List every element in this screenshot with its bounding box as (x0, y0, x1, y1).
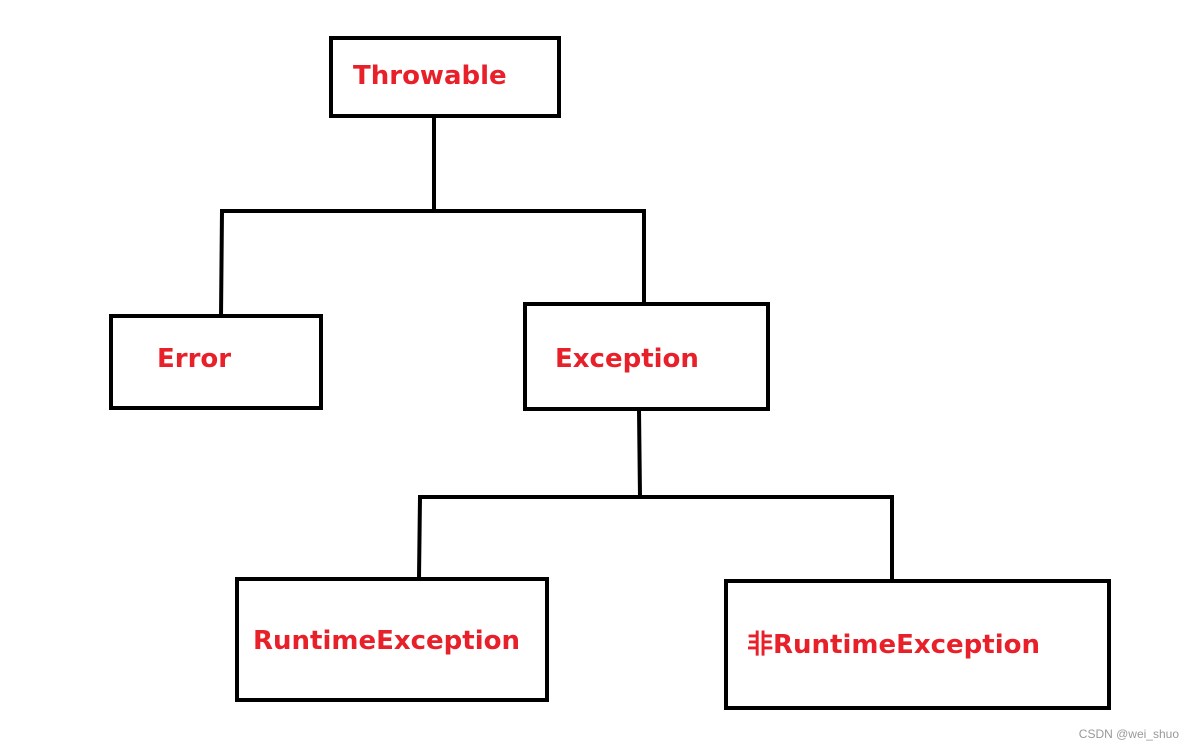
node-non-runtime-exception-label: 非RuntimeException (747, 630, 1041, 660)
node-non-runtime-exception (724, 579, 1111, 710)
node-runtime-exception-label: RuntimeException (253, 626, 521, 656)
node-exception-label: Exception (555, 344, 699, 374)
watermark: CSDN @wei_shuo (1078, 727, 1179, 741)
connector-to-error (218, 208, 225, 319)
connector-to-runtime-exception (416, 494, 423, 581)
node-exception (523, 302, 770, 411)
node-runtime-exception (235, 577, 549, 702)
node-throwable (329, 36, 561, 118)
node-throwable-label: Throwable (353, 61, 507, 91)
connector-exception-stem (636, 407, 643, 500)
node-error-label: Error (157, 344, 232, 374)
node-error (109, 314, 323, 410)
